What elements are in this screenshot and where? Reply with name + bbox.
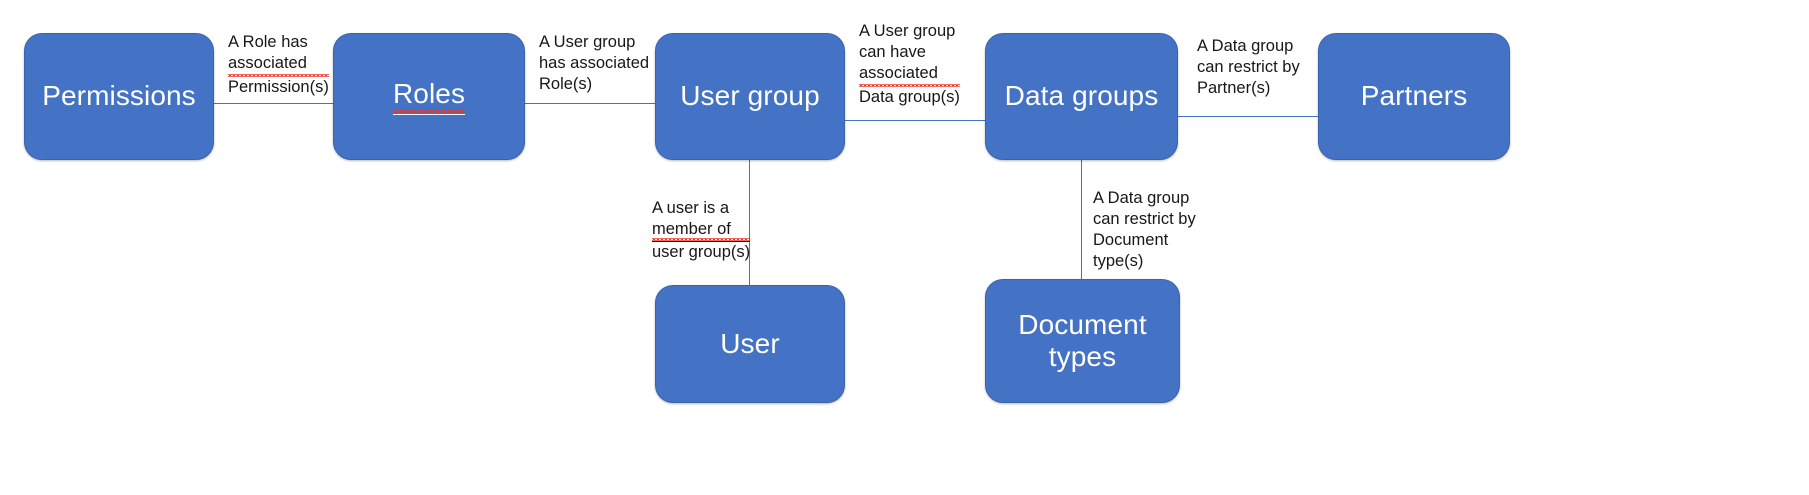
relationship-line: Partner(s) bbox=[1197, 79, 1271, 98]
connector-user-group-data-groups bbox=[845, 120, 985, 121]
relationship-line: Permission(s) bbox=[228, 78, 329, 97]
relationship-line: Data group(s) bbox=[859, 88, 960, 107]
relationship-line: associated bbox=[228, 53, 329, 77]
connector-permissions-roles bbox=[214, 103, 333, 104]
relationship-line: can have bbox=[859, 43, 926, 62]
relationship-line: can restrict by bbox=[1093, 210, 1196, 229]
node-roles-label: Roles bbox=[392, 77, 466, 116]
node-partners[interactable]: Partners bbox=[1318, 33, 1510, 160]
node-user-group[interactable]: User group bbox=[655, 33, 845, 160]
node-partners-label: Partners bbox=[1360, 80, 1468, 112]
relationship-line: can restrict by bbox=[1197, 58, 1300, 77]
node-permissions-label: Permissions bbox=[42, 80, 196, 112]
relationship-line: Document bbox=[1093, 231, 1169, 250]
relationship-label-user-group-data-groups: A User group can have associated Data gr… bbox=[859, 21, 960, 108]
node-user[interactable]: User bbox=[655, 285, 845, 403]
node-document-types-label: Document types bbox=[1018, 308, 1147, 372]
relationship-line: A user is a bbox=[652, 199, 730, 217]
relationship-label-data-groups-document-types: A Data group can restrict by Document ty… bbox=[1093, 188, 1196, 272]
relationship-line: type(s) bbox=[1093, 252, 1144, 271]
node-data-groups-label: Data groups bbox=[1004, 80, 1159, 112]
connector-data-groups-partners bbox=[1178, 116, 1318, 117]
node-roles[interactable]: Roles bbox=[333, 33, 525, 160]
connector-data-groups-document-types bbox=[1081, 160, 1082, 279]
relationship-line: A Data group bbox=[1093, 189, 1190, 207]
relationship-label-roles-user-group: A User group has associated Role(s) bbox=[539, 32, 649, 95]
relationship-line: A User group bbox=[539, 33, 636, 51]
node-permissions[interactable]: Permissions bbox=[24, 33, 214, 160]
relationship-line: has associated bbox=[539, 54, 650, 73]
relationship-line: associated bbox=[859, 63, 960, 87]
relationship-line: A User group bbox=[859, 22, 956, 40]
node-data-groups[interactable]: Data groups bbox=[985, 33, 1178, 160]
connector-roles-user-group bbox=[525, 103, 655, 104]
relationship-line: user group(s) bbox=[652, 243, 751, 262]
relationship-line: A Role has bbox=[228, 33, 308, 51]
node-document-types[interactable]: Document types bbox=[985, 279, 1180, 403]
relationship-label-data-groups-partners: A Data group can restrict by Partner(s) bbox=[1197, 36, 1300, 99]
relationship-label-permissions-roles: A Role has associated Permission(s) bbox=[228, 32, 329, 98]
relationship-label-user-group-user: A user is a member of user group(s) bbox=[652, 198, 751, 263]
node-user-group-label: User group bbox=[680, 80, 820, 112]
relationship-line: member of bbox=[652, 219, 751, 243]
node-user-label: User bbox=[720, 327, 780, 359]
relationship-line: A Data group bbox=[1197, 37, 1294, 55]
relationship-line: Role(s) bbox=[539, 75, 593, 94]
